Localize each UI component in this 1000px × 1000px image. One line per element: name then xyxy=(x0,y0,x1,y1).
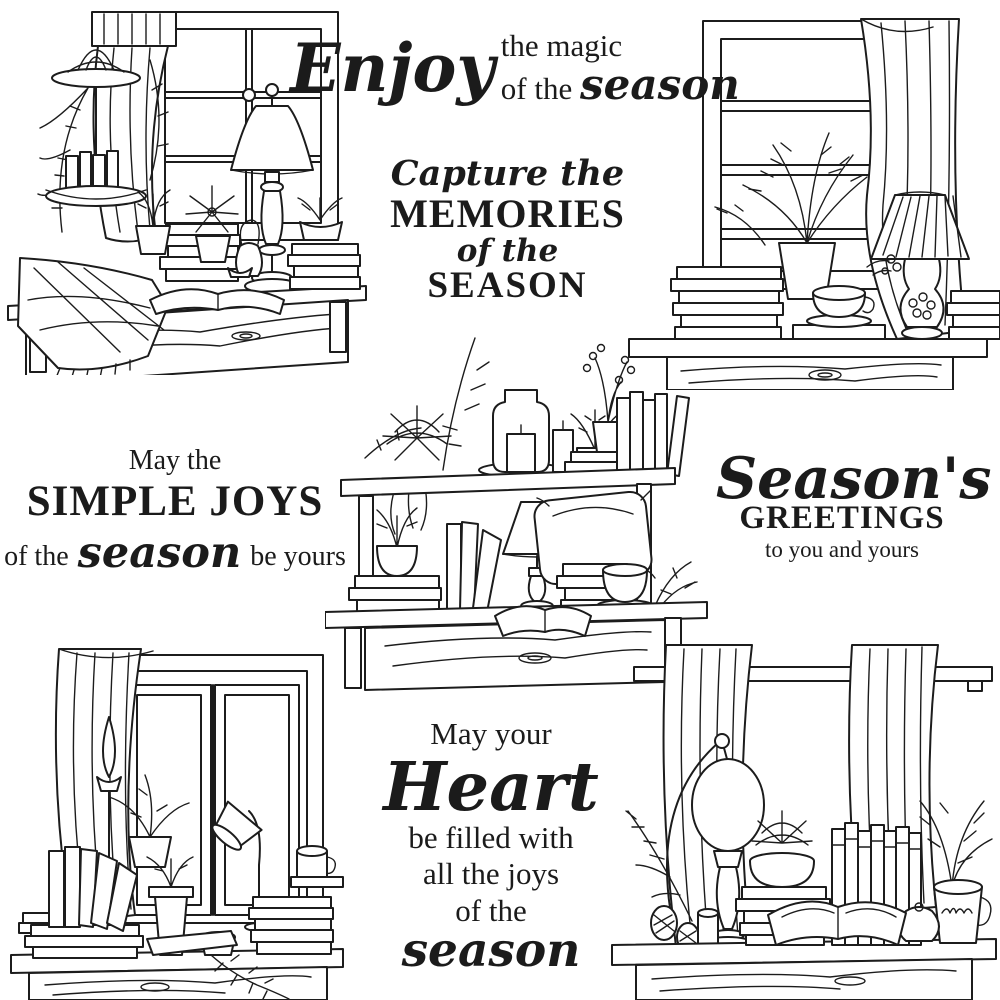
sentiment-line: be yours xyxy=(250,541,346,573)
sentiment-script-word: Enjoy xyxy=(290,28,495,107)
teacup-icon xyxy=(792,285,886,340)
branch-icon xyxy=(625,810,693,922)
pleated-lamp-icon xyxy=(870,191,970,340)
sentiment-enjoy-the-magic: Enjoy the magic of the season xyxy=(290,29,740,107)
book-stack-icon xyxy=(946,290,1000,340)
scene-bottom-right-window xyxy=(600,615,1000,1000)
windowsill-plant-icon xyxy=(297,197,343,241)
fern-pot-icon xyxy=(108,774,190,868)
sentiment-script-word: Season's xyxy=(716,445,992,512)
sentiment-line: be filled with xyxy=(408,819,574,855)
table-icon xyxy=(611,938,997,1000)
notebook-icon xyxy=(146,930,238,956)
hanging-plant-icon xyxy=(37,59,169,233)
window-curtain-lamp-illustration xyxy=(628,18,1000,390)
arc-lamp-books-illustration xyxy=(611,644,997,1000)
table-icon xyxy=(628,338,988,390)
sentiment-caps-line: GREETINGS xyxy=(739,500,945,536)
tiered-plant-stand-icon xyxy=(45,49,147,207)
poinsettia-icon xyxy=(185,185,239,263)
open-book-icon xyxy=(767,900,907,946)
sentiment-caps-line: SIMPLE JOYS xyxy=(26,477,324,525)
sentiment-line: all the joys xyxy=(422,856,560,892)
upright-books-icon xyxy=(616,391,690,477)
potted-plant-icon xyxy=(135,189,171,255)
sentiment-line: the magic xyxy=(500,28,623,63)
shelf-still-life-illustration xyxy=(325,337,708,691)
sentiment-caps-line: SEASON xyxy=(427,265,588,307)
sentiment-script-word: season xyxy=(579,59,740,109)
sentiment-line: of the xyxy=(455,892,527,928)
sentiment-script-line: of the xyxy=(456,233,559,269)
sentiment-script-word: season xyxy=(401,923,581,979)
trailing-plant-icon xyxy=(210,954,290,1000)
book-stack-icon xyxy=(670,266,784,340)
sentiment-line: May the xyxy=(128,445,222,476)
teacup-icon xyxy=(596,563,654,613)
window-icon xyxy=(147,11,339,241)
bowl-icon xyxy=(227,267,253,278)
sentiment-line: of the xyxy=(4,541,69,573)
small-vase-icon xyxy=(697,908,719,946)
jar-candle-icon xyxy=(478,389,574,478)
pot-on-books-icon xyxy=(348,507,442,613)
sentiment-line: to you and yours xyxy=(765,536,919,562)
table-lamp-icon xyxy=(230,83,314,294)
book-stack-icon xyxy=(248,845,344,955)
open-book-icon xyxy=(149,288,285,315)
book-stack-icon xyxy=(287,243,361,290)
scene-bottom-left-window xyxy=(5,625,350,1000)
casement-window-books-illustration xyxy=(10,648,344,1000)
sprig-branch-icon xyxy=(364,337,490,471)
cozy-window-blanket-illustration xyxy=(7,11,367,375)
kettle-icon xyxy=(235,219,263,277)
open-book-icon xyxy=(494,605,592,637)
greenery-icon xyxy=(654,561,698,607)
sentiment-simple-joys: May the SIMPLE JOYS of the season be you… xyxy=(4,445,346,579)
sentiment-script-line: Capture the xyxy=(390,153,625,194)
scene-center-shelf xyxy=(325,310,710,695)
arc-lamp-icon xyxy=(665,733,765,950)
sentiment-may-your-heart: May your Heart be filled with all the jo… xyxy=(382,716,600,974)
sentiment-capture-memories: Capture the MEMORIES of the SEASON xyxy=(390,156,625,307)
leaning-books-icon xyxy=(48,846,138,932)
sentiment-caps-line: MEMORIES xyxy=(390,191,625,236)
succulent-icon xyxy=(382,405,452,535)
scene-top-right-window xyxy=(615,5,1000,390)
scene-top-left-window-nook xyxy=(0,0,375,375)
sentiment-script-word: season xyxy=(77,528,242,579)
sentiment-script-word: Heart xyxy=(383,746,599,826)
sentiment-line: of the xyxy=(500,70,573,106)
berry-sprig-icon xyxy=(866,254,902,276)
sentiment-line: May your xyxy=(430,716,552,751)
sentiment-seasons-greetings: Season's GREETINGS to you and yours xyxy=(716,445,992,563)
leaning-books-icon xyxy=(446,521,502,613)
